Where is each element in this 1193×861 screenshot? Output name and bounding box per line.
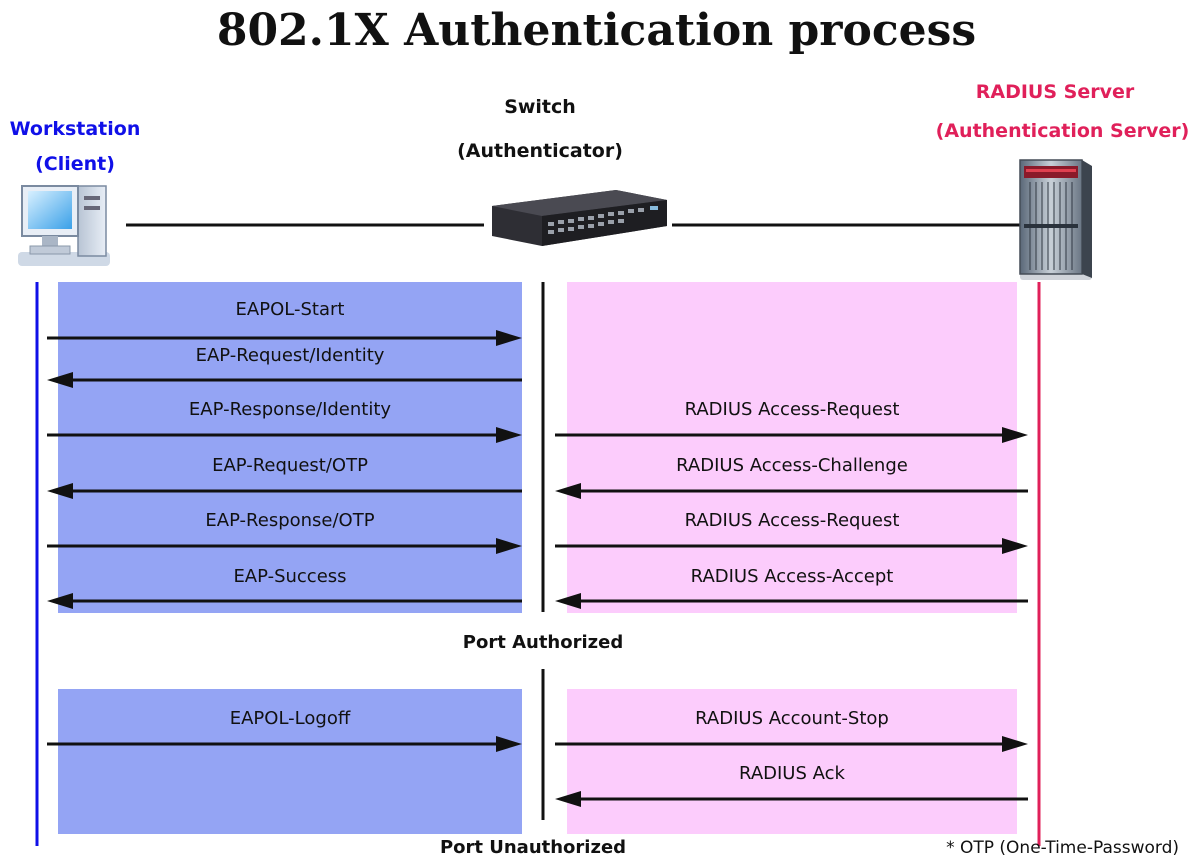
port-unauthorized-label: Port Unauthorized bbox=[439, 837, 627, 858]
radius-logoff-label: RADIUS Account-Stop bbox=[695, 708, 889, 729]
eap-message-label: EAP-Success bbox=[233, 566, 347, 587]
eap-message-arrow bbox=[47, 427, 522, 443]
workstation-icon bbox=[18, 185, 110, 266]
radius-message-arrow bbox=[555, 483, 1028, 499]
radius-message-label: RADIUS Access-Request bbox=[684, 399, 900, 420]
eap-message-label: EAP-Response/Identity bbox=[188, 399, 392, 420]
eap-message-arrow bbox=[47, 538, 522, 554]
eap-panel bbox=[58, 282, 522, 613]
radius-message-label: RADIUS Access-Request bbox=[684, 510, 900, 531]
eap-message-arrow bbox=[47, 593, 522, 609]
radius-logoff-arrow bbox=[555, 791, 1028, 807]
radius-message-arrow bbox=[555, 538, 1028, 554]
port-authorized-label: Port Authorized bbox=[462, 632, 624, 653]
radius-server-icon bbox=[1019, 159, 1092, 280]
eap-message-label: EAP-Response/OTP bbox=[205, 510, 375, 531]
eap-message-arrow bbox=[47, 483, 522, 499]
client-role: (Client) bbox=[35, 153, 115, 175]
message-arrows bbox=[47, 330, 1028, 807]
client-name: Workstation bbox=[9, 118, 141, 140]
server-role: (Authentication Server) bbox=[935, 120, 1190, 142]
radius-message-arrow bbox=[555, 593, 1028, 609]
radius-message-label: RADIUS Access-Accept bbox=[690, 566, 894, 587]
radius-message-label: RADIUS Access-Challenge bbox=[676, 455, 908, 476]
otp-footnote: * OTP (One-Time-Password) bbox=[946, 838, 1179, 858]
eap-logoff-arrow bbox=[47, 736, 522, 752]
eap-message-arrow bbox=[47, 330, 522, 346]
diagram-title: 802.1X Authentication process bbox=[216, 5, 977, 56]
radius-logoff-label: RADIUS Ack bbox=[739, 763, 845, 784]
radius-panel bbox=[567, 282, 1017, 613]
switch-name: Switch bbox=[504, 96, 576, 118]
eap-message-label: EAPOL-Start bbox=[235, 299, 345, 320]
radius-message-arrow bbox=[555, 427, 1028, 443]
eap-message-label: EAP-Request/Identity bbox=[195, 345, 385, 366]
eap-message-arrow bbox=[47, 372, 522, 388]
switch-role: (Authenticator) bbox=[457, 140, 623, 162]
radius-logoff-panel bbox=[567, 689, 1017, 834]
switch-icon bbox=[492, 190, 667, 246]
eap-logoff-panel bbox=[58, 689, 522, 834]
eap-logoff-label: EAPOL-Logoff bbox=[229, 708, 351, 729]
radius-logoff-arrow bbox=[555, 736, 1028, 752]
eap-message-label: EAP-Request/OTP bbox=[212, 455, 368, 476]
server-name: RADIUS Server bbox=[975, 81, 1135, 103]
